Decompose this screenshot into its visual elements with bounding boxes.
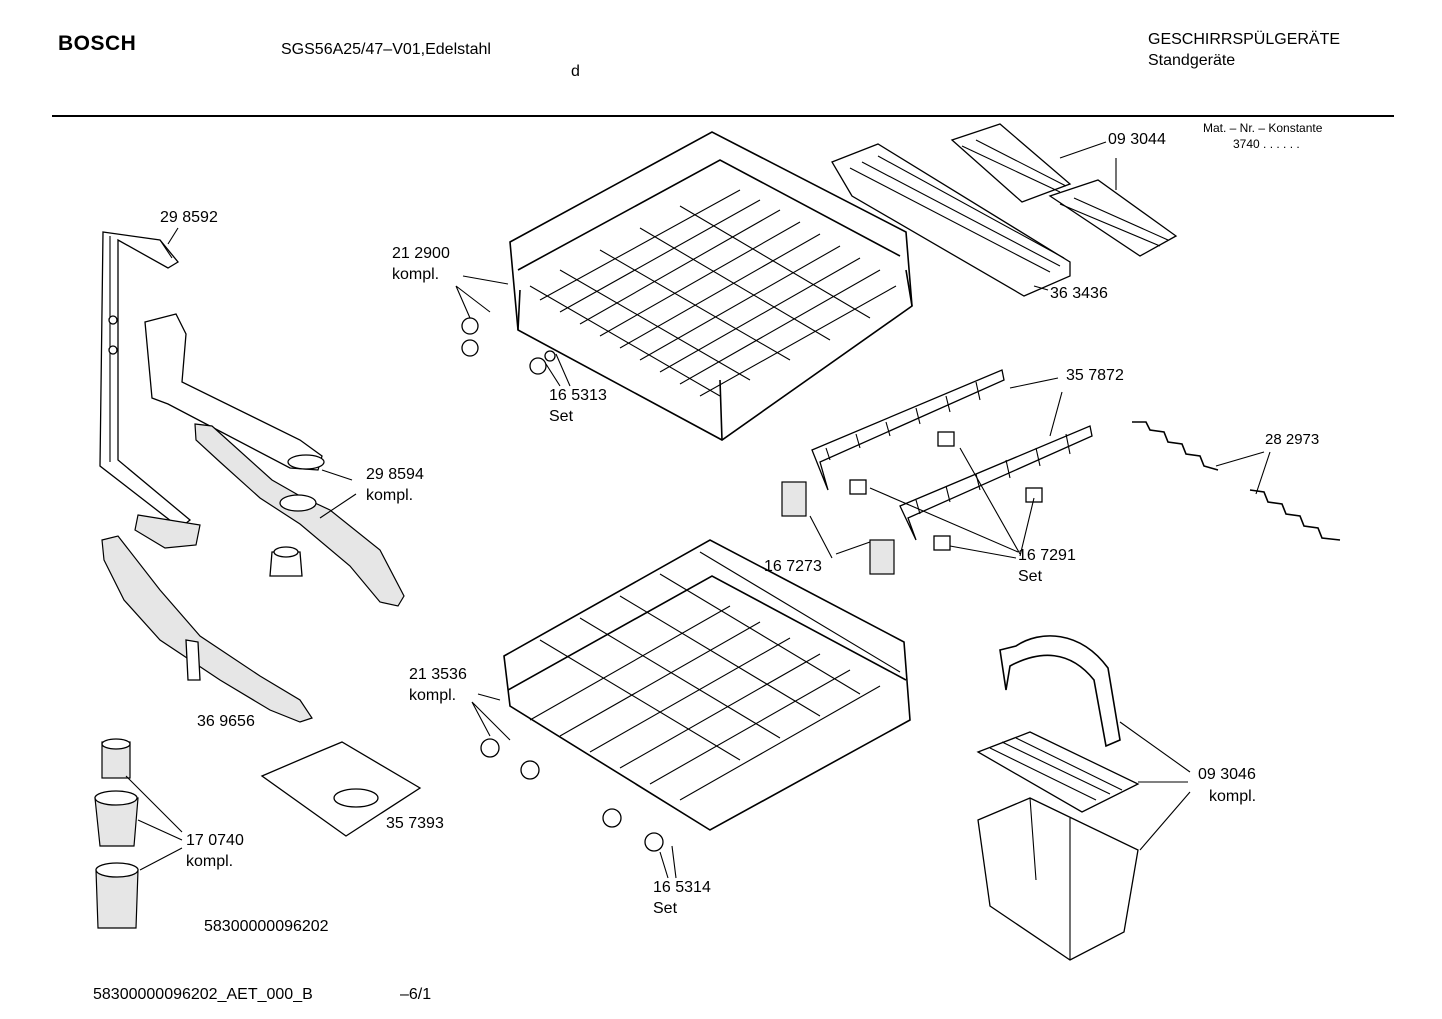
step-rail-part — [1132, 421, 1341, 541]
upper-spray-elbow-part — [144, 313, 325, 471]
brand-logo: BOSCH — [58, 32, 137, 55]
cutlery-rack-part — [950, 123, 1178, 257]
label-212900-sub: kompl. — [392, 266, 440, 283]
upper-spray-arm-part — [194, 423, 405, 607]
matnr-label: Mat. – Nr. – Konstante — [1203, 121, 1323, 135]
label-167273: 16 7273 — [764, 558, 822, 575]
footer-doc-number: 58300000096202_AET_000_B — [93, 986, 313, 1003]
matnr-value: 3740 . . . . . . — [1233, 137, 1300, 151]
label-167291-sub: Set — [1018, 568, 1043, 585]
lower-spray-arm-part — [101, 535, 313, 723]
header-rule — [52, 115, 1394, 117]
drawing-id: 58300000096202 — [204, 918, 329, 935]
label-165313-sub: Set — [549, 408, 574, 425]
supply-pipe-part — [99, 231, 201, 549]
category-subtitle: Standgeräte — [1148, 52, 1236, 69]
label-093046: 09 3046 — [1198, 766, 1256, 783]
label-298592: 29 8592 — [160, 209, 218, 226]
rack-clips-part — [781, 431, 1043, 575]
leader-lines — [125, 141, 1271, 879]
label-093046-sub: kompl. — [1209, 788, 1257, 805]
footer-page-number: –6/1 — [400, 986, 432, 1003]
label-170740-sub: kompl. — [186, 853, 234, 870]
label-165313: 16 5313 — [549, 387, 607, 404]
label-363436: 36 3436 — [1050, 285, 1108, 302]
label-369656: 36 9656 — [197, 713, 255, 730]
label-357393: 35 7393 — [386, 815, 444, 832]
label-093044: 09 3044 — [1108, 131, 1166, 148]
label-165314: 16 5314 — [653, 879, 711, 896]
label-213536-sub: kompl. — [409, 687, 457, 704]
cutlery-basket-part — [976, 635, 1140, 961]
label-167291: 16 7291 — [1018, 547, 1076, 564]
label-282973: 28 2973 — [1265, 431, 1320, 448]
filter-set-part — [94, 738, 139, 929]
model-number: SGS56A25/47–V01,Edelstahl — [281, 41, 491, 58]
label-357872: 35 7872 — [1066, 367, 1124, 384]
label-298594: 29 8594 — [366, 466, 424, 483]
lower-basket-part — [480, 539, 911, 852]
label-298594-sub: kompl. — [366, 487, 414, 504]
cutlery-tray-part — [831, 143, 1071, 297]
tine-rack-part — [811, 369, 1093, 541]
sump-cover-part — [260, 741, 422, 837]
label-213536: 21 3536 — [409, 666, 467, 683]
label-165314-sub: Set — [653, 900, 678, 917]
label-170740: 17 0740 — [186, 832, 244, 849]
upper-basket-part — [461, 131, 913, 441]
language-code: d — [571, 63, 580, 80]
category-title: GESCHIRRSPÜLGERÄTE — [1148, 31, 1341, 48]
label-212900: 21 2900 — [392, 245, 450, 262]
